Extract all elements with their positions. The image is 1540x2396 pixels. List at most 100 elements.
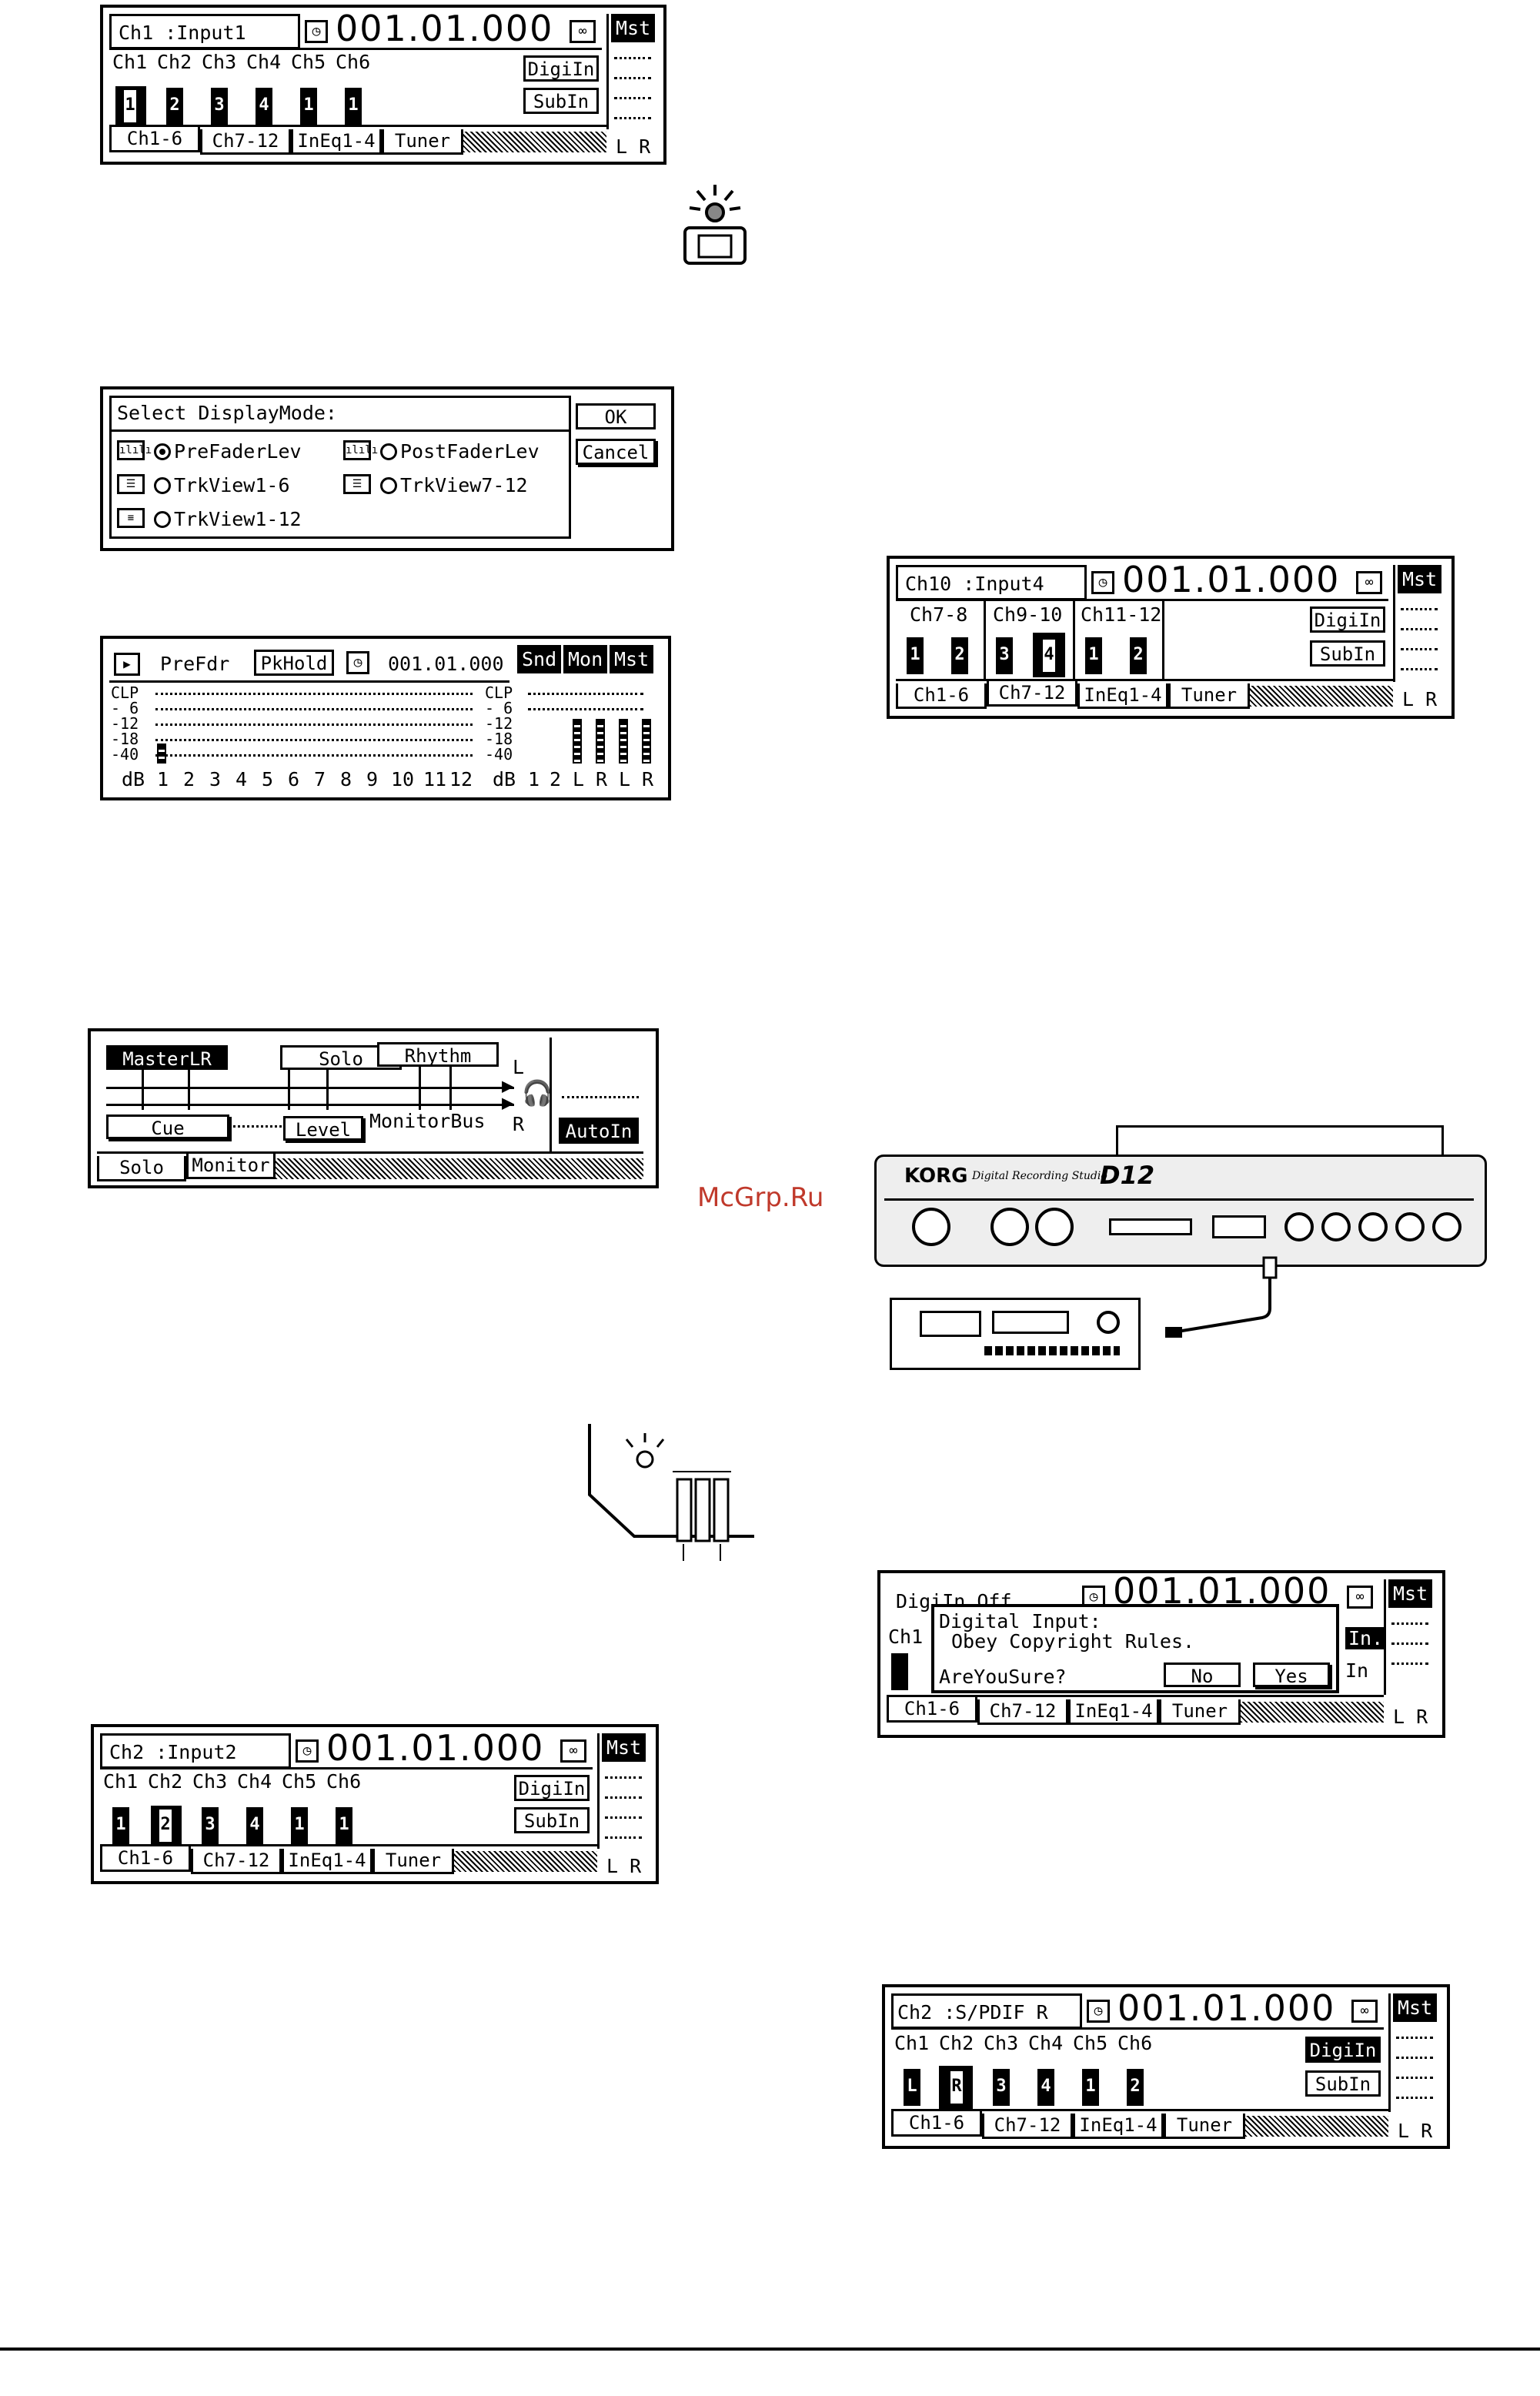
channel-fader[interactable]: 1 <box>345 88 362 125</box>
channel-fader[interactable]: 1 <box>1085 637 1102 674</box>
yes-button[interactable]: Yes <box>1253 1662 1330 1687</box>
channel-fader[interactable]: 3 <box>996 637 1013 674</box>
subin-button[interactable]: SubIn <box>1310 640 1385 667</box>
tab-ch7-12[interactable]: Ch7-12 <box>200 129 291 155</box>
channel-fader[interactable]: 3 <box>211 88 228 125</box>
tab-ch1-6[interactable]: Ch1-6 <box>887 1697 977 1723</box>
tab-ch1-6[interactable]: Ch1-6 <box>896 683 987 709</box>
channel-label: Ch4 <box>246 51 282 73</box>
tab-tuner[interactable]: Tuner <box>382 129 463 155</box>
tab-solo[interactable]: Solo <box>97 1156 186 1181</box>
channel-fader[interactable]: 1 <box>112 1807 129 1844</box>
channel-fader[interactable]: 2 <box>1130 637 1147 674</box>
led-button-icon <box>680 183 750 268</box>
level-gridline <box>155 693 473 695</box>
subin-button[interactable]: SubIn <box>1305 2070 1381 2097</box>
option-postfaderlev[interactable]: PostFaderLev <box>380 442 540 461</box>
option-trkview1-6[interactable]: TrkView1-6 <box>154 476 290 495</box>
digiin-button[interactable]: DigiIn <box>523 55 599 82</box>
subin-button[interactable]: SubIn <box>523 88 599 114</box>
cancel-button[interactable]: Cancel <box>576 439 656 465</box>
scale-label: -12 <box>485 714 513 733</box>
channel-fader[interactable]: 1 <box>122 88 139 125</box>
masterlr-button[interactable]: MasterLR <box>106 1045 228 1070</box>
mst-indicator: Mst <box>611 14 656 42</box>
scale-label: CLP <box>111 683 139 702</box>
channel-fader[interactable]: 4 <box>256 88 272 125</box>
pkhold-button[interactable]: PkHold <box>254 650 334 676</box>
tab-ineq1-4[interactable]: InEq1-4 <box>291 129 382 155</box>
channel-fader[interactable]: L <box>904 2069 920 2106</box>
scale-label: -40 <box>485 745 513 764</box>
channel-fader[interactable]: 1 <box>336 1807 352 1844</box>
ok-button[interactable]: OK <box>576 403 656 429</box>
channel-fader[interactable]: 4 <box>1041 637 1057 674</box>
rhythm-button[interactable]: Rhythm <box>377 1042 499 1067</box>
bus-label: 1 <box>528 768 540 790</box>
channel-fader[interactable]: 4 <box>1037 2069 1054 2106</box>
tab-tuner[interactable]: Tuner <box>372 1849 454 1874</box>
output-jack-icon <box>1395 1212 1425 1241</box>
tab-tuner[interactable]: Tuner <box>1164 2114 1245 2139</box>
subin-button[interactable]: SubIn <box>514 1807 590 1833</box>
tab-ch7-12[interactable]: Ch7-12 <box>982 2114 1073 2139</box>
channel-fader[interactable]: 2 <box>157 1807 174 1844</box>
arrow-icon: ▶ <box>502 1074 514 1098</box>
tab-fill <box>463 132 606 152</box>
channel-fader[interactable]: 1 <box>300 88 317 125</box>
channel-number: 4 <box>236 768 248 790</box>
channel-fader[interactable]: 4 <box>246 1807 263 1844</box>
tab-ch7-12[interactable]: Ch7-12 <box>191 1849 282 1874</box>
option-trkview7-12[interactable]: TrkView7-12 <box>380 476 528 495</box>
tab-ch7-12[interactable]: Ch7-12 <box>977 1699 1068 1725</box>
channel-fader[interactable]: 3 <box>202 1807 219 1844</box>
channel-group-label: Ch7-8 <box>910 603 968 626</box>
digiin-button[interactable]: DigiIn <box>1310 607 1385 633</box>
no-button[interactable]: No <box>1164 1662 1241 1687</box>
tab-ineq1-4[interactable]: InEq1-4 <box>1073 2114 1164 2139</box>
tab-tuner[interactable]: Tuner <box>1159 1699 1241 1725</box>
channel-fader[interactable]: 2 <box>951 637 968 674</box>
time-counter: 001.01.000 <box>1122 559 1341 600</box>
channel-fader[interactable]: 1 <box>1082 2069 1099 2106</box>
bus-label: L <box>619 768 631 790</box>
mst-meter <box>605 1836 642 1839</box>
channel-fader[interactable]: R <box>948 2069 965 2106</box>
lcd-screen-ch2: Ch2 :Input2 ◷ 001.01.000 ∞ Mst Ch1 Ch2 C… <box>91 1724 659 1884</box>
channel-fader[interactable]: 2 <box>166 88 183 125</box>
channel-fader[interactable] <box>891 1653 908 1690</box>
d12-body: KORG Digital Recording Studio D12 <box>874 1155 1487 1267</box>
digiin-button[interactable]: DigiIn <box>1305 2037 1381 2063</box>
option-prefaderlev[interactable]: PreFaderLev <box>154 442 302 461</box>
scale-label: -40 <box>111 745 139 764</box>
mst-meter <box>614 77 651 79</box>
tab-ineq1-4[interactable]: InEq1-4 <box>282 1849 372 1874</box>
tab-ch7-12[interactable]: Ch7-12 <box>987 681 1077 707</box>
channel-fader[interactable]: 1 <box>907 637 924 674</box>
mst-indicator: Mst <box>602 1733 646 1762</box>
dialog-line1: Digital Input: <box>939 1610 1101 1632</box>
tab-fill <box>454 1851 597 1872</box>
level-button[interactable]: Level <box>283 1116 363 1141</box>
channel-fader[interactable]: 1 <box>291 1807 308 1844</box>
channel-number: 2 <box>183 768 195 790</box>
tab-ch1-6[interactable]: Ch1-6 <box>109 127 200 152</box>
channel-fader[interactable]: 3 <box>993 2069 1010 2106</box>
digiin-button[interactable]: DigiIn <box>514 1775 590 1801</box>
mon-indicator: Mon <box>563 645 608 673</box>
tab-monitor[interactable]: Monitor <box>186 1154 276 1179</box>
tap-line <box>419 1067 421 1110</box>
channel-fader[interactable]: 2 <box>1127 2069 1144 2106</box>
tab-ch1-6[interactable]: Ch1-6 <box>891 2111 982 2137</box>
autoin-button[interactable]: AutoIn <box>559 1118 639 1144</box>
tab-ineq1-4[interactable]: InEq1-4 <box>1068 1699 1159 1725</box>
option-trkview1-12[interactable]: TrkView1-12 <box>154 510 302 529</box>
cue-button[interactable]: Cue <box>106 1114 229 1139</box>
bus-level-meter <box>619 719 628 764</box>
tab-tuner[interactable]: Tuner <box>1168 683 1250 709</box>
channel-label: Ch4 <box>1028 2032 1064 2054</box>
tab-ch1-6[interactable]: Ch1-6 <box>100 1846 191 1872</box>
channel-level-meter <box>157 744 166 764</box>
tab-ineq1-4[interactable]: InEq1-4 <box>1077 683 1168 709</box>
model-name: D12 <box>1100 1161 1155 1190</box>
